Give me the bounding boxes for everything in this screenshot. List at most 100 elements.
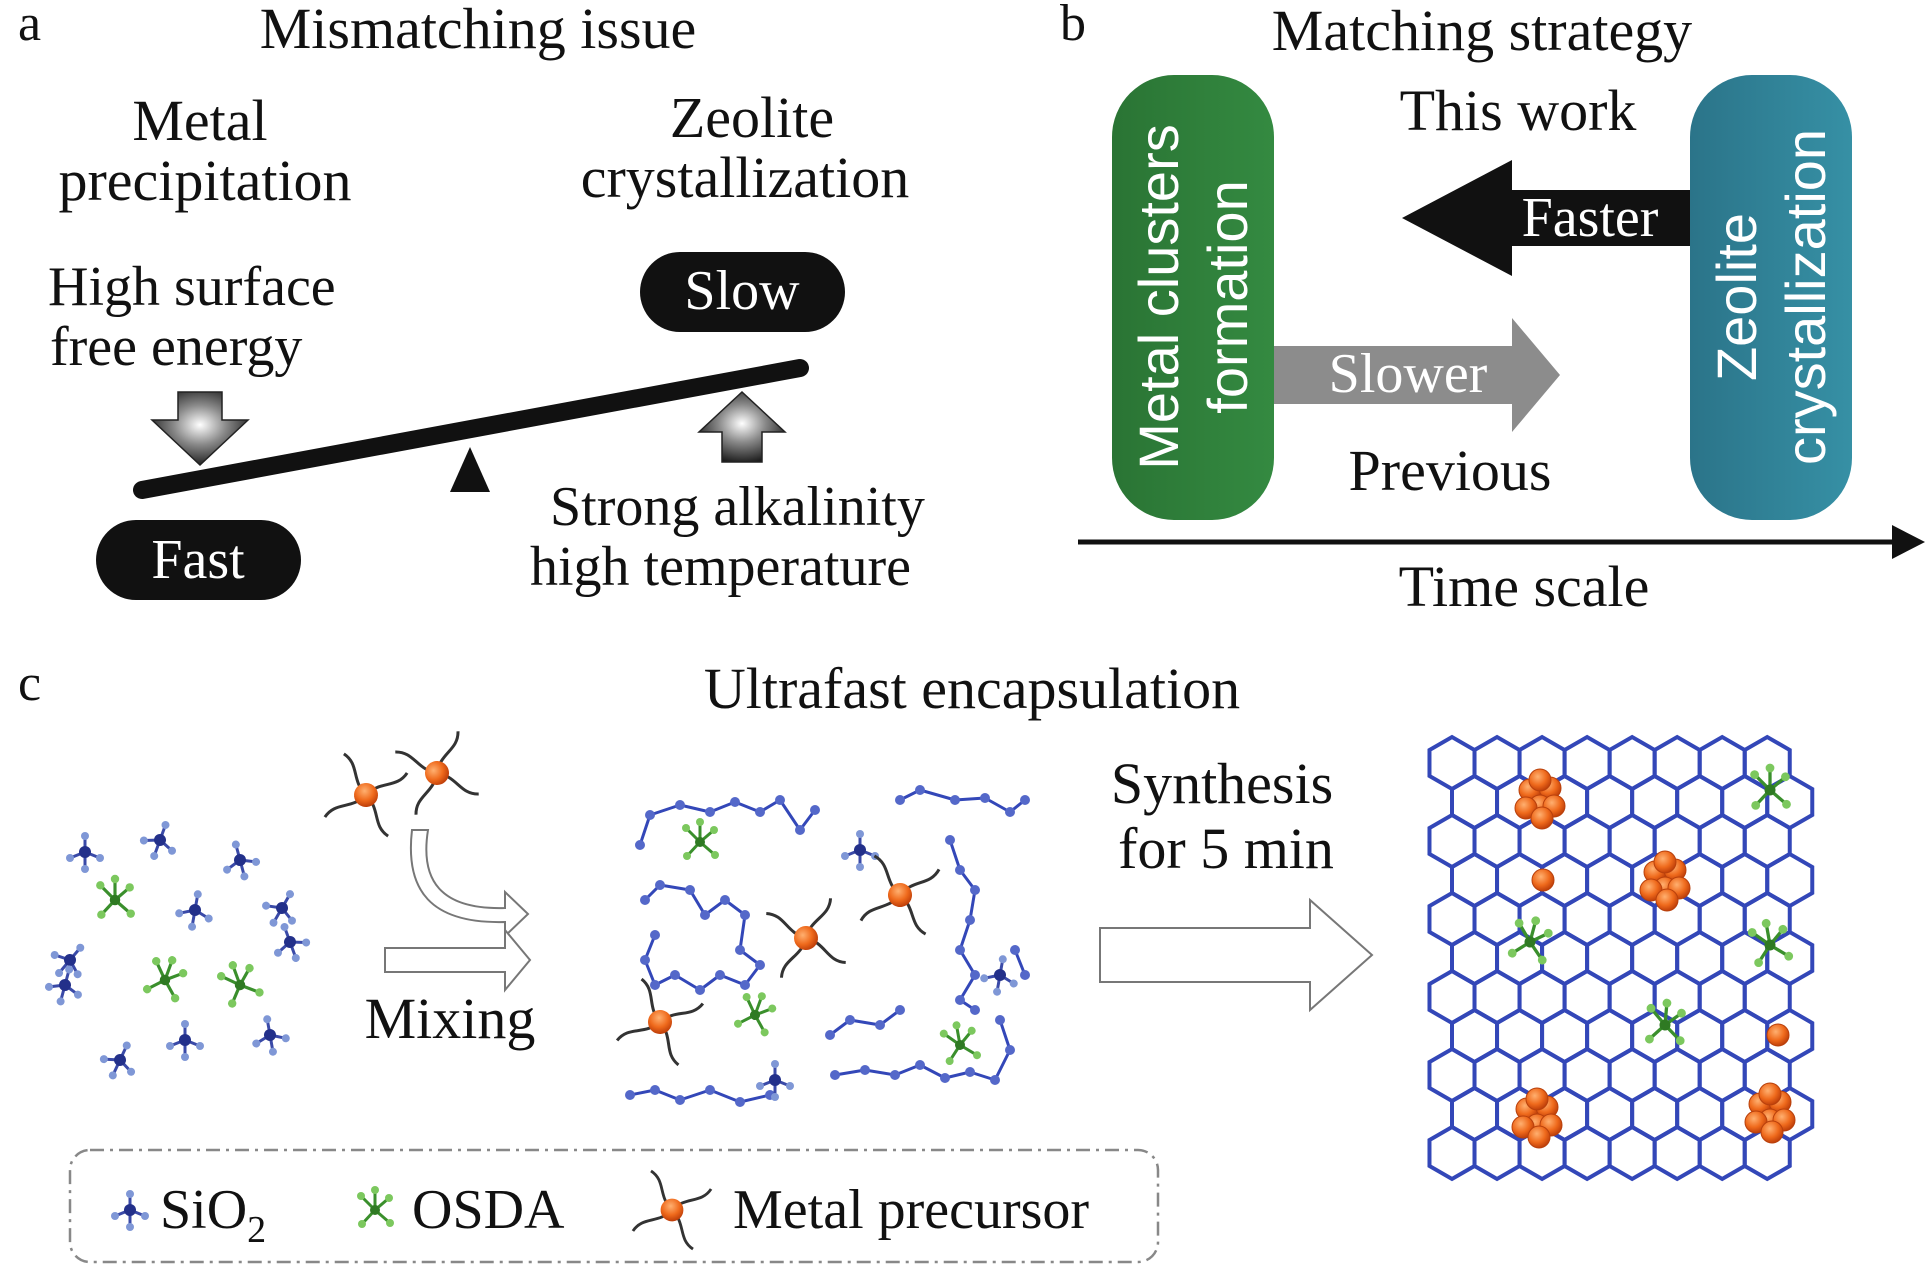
silicate-chain — [829, 1008, 901, 1037]
legend-sio2-label: SiO2 — [160, 1179, 266, 1251]
metal-precipitation-line1: Metal — [132, 88, 267, 153]
panel-b-title: Matching strategy — [1272, 0, 1692, 63]
panel-c-title: Ultrafast encapsulation — [704, 656, 1240, 721]
mixing-arrow-icon — [384, 927, 532, 993]
legend-metal-label: Metal precursor — [733, 1179, 1089, 1241]
legend-icons — [111, 1169, 713, 1251]
metal-precursor-icon — [766, 898, 846, 978]
metal-box-line2: formation — [1196, 180, 1259, 413]
sio2-molecule-icon — [50, 943, 85, 979]
time-axis-arrowhead — [1892, 525, 1925, 559]
zeolite-ring — [1472, 1124, 1522, 1182]
slow-badge — [640, 252, 845, 332]
synthesis-arrow-icon — [1099, 897, 1374, 1013]
sio2-molecule-icon — [223, 840, 261, 881]
metal-clusters-box — [1112, 75, 1274, 520]
metal-cluster-icon — [1744, 1082, 1796, 1144]
up-arrow-icon — [697, 390, 787, 463]
faster-label: Faster — [1522, 187, 1659, 249]
sio2-molecule-icon — [139, 820, 177, 860]
legend-osda-label: OSDA — [412, 1179, 565, 1241]
mixing-label: Mixing — [365, 986, 536, 1051]
left-mixture — [44, 731, 479, 1080]
fast-badge-label: Fast — [151, 529, 245, 591]
metal-cluster-icon — [1639, 850, 1691, 912]
metal-precursor-icon — [859, 854, 941, 936]
metal-box-line1: Metal clusters — [1127, 124, 1190, 469]
legend-sio2-subscript: 2 — [247, 1209, 266, 1251]
strong-alkalinity-line2: high temperature — [530, 536, 911, 598]
sio2-molecule-icon — [111, 1190, 149, 1231]
metal-cluster-icon — [1514, 768, 1566, 830]
zeolite-ring — [1562, 1124, 1612, 1182]
sio2-molecule-icon — [44, 965, 82, 1006]
strong-alkalinity-line1: Strong alkalinity — [550, 476, 925, 538]
metal-precipitation-line2: precipitation — [58, 148, 351, 213]
osda-molecule-icon — [216, 961, 264, 1008]
panel-a-letter: a — [18, 0, 41, 52]
metal-precursor-icon — [323, 752, 409, 838]
sio2-molecule-icon — [166, 1020, 204, 1061]
zeolite-product — [1427, 734, 1815, 1182]
high-surface-line1: High surface — [48, 256, 336, 318]
zeolite-ring — [1697, 1124, 1747, 1182]
metal-particle-icon — [1531, 868, 1555, 892]
curved-arrow-icon — [409, 829, 530, 939]
metal-precursor-icon — [615, 977, 705, 1067]
panel-a-title: Mismatching issue — [260, 0, 697, 61]
osda-molecule-icon — [142, 956, 188, 1003]
middle-mixture — [615, 785, 1030, 1107]
metal-precursor-icon — [631, 1169, 713, 1251]
high-surface-line2: free energy — [50, 316, 302, 378]
panel-c: c Ultrafast encapsulation Mixing Synthes… — [18, 655, 1815, 1264]
zeolite-ring — [1652, 1124, 1702, 1182]
silicate-chain — [643, 883, 762, 992]
panel-b: b Matching strategy This work Metal clus… — [1060, 0, 1925, 619]
osda-molecule-icon — [1645, 998, 1686, 1046]
legend-box — [68, 1148, 1160, 1264]
sio2-molecule-icon — [252, 1015, 290, 1056]
sio2-molecule-icon — [262, 890, 296, 927]
metal-particle-icon — [1766, 1023, 1790, 1047]
panel-c-letter: c — [18, 655, 41, 712]
seesaw-beam — [133, 359, 809, 499]
fulcrum-icon — [450, 447, 490, 492]
sio2-molecule-icon — [980, 955, 1018, 996]
osda-molecule-icon — [733, 992, 777, 1037]
panel-b-letter: b — [1060, 0, 1086, 52]
sio2-molecule-icon — [66, 832, 104, 873]
osda-molecule-icon — [357, 1186, 394, 1228]
osda-molecule-icon — [1507, 916, 1553, 965]
metal-cluster-icon — [1511, 1087, 1563, 1149]
osda-molecule-icon — [96, 874, 135, 919]
sio2-molecule-icon — [756, 1060, 794, 1101]
legend-sio2-text: SiO — [160, 1179, 247, 1241]
osda-molecule-icon — [939, 1021, 982, 1066]
osda-molecule-icon — [682, 818, 719, 860]
panel-a: a Mismatching issue Metal precipitation … — [18, 0, 925, 600]
slower-arrow — [1274, 318, 1560, 432]
zeolite-crystallization-line2: crystallization — [581, 145, 910, 210]
time-scale-label: Time scale — [1399, 554, 1650, 619]
down-arrow-icon — [150, 391, 250, 467]
synthesis-line1: Synthesis — [1111, 751, 1333, 816]
sio2-molecule-icon — [175, 890, 213, 931]
zeolite-ring — [1427, 1124, 1477, 1182]
zeolite-box-line2: crystallization — [1774, 129, 1837, 465]
synthesis-line2: for 5 min — [1118, 816, 1334, 881]
silicate-chain — [638, 798, 817, 846]
osda-molecule-icon — [1750, 763, 1791, 810]
previous-label: Previous — [1349, 438, 1552, 503]
zeolite-ring — [1607, 1124, 1657, 1182]
faster-arrow — [1402, 160, 1690, 276]
sio2-molecule-icon — [99, 1041, 136, 1080]
osda-molecule-icon — [1747, 918, 1794, 968]
zeolite-ring — [1742, 1124, 1792, 1182]
zeolite-box-line1: Zeolite — [1705, 213, 1768, 381]
slow-badge-label: Slow — [684, 260, 800, 322]
this-work-label: This work — [1400, 78, 1637, 143]
sio2-molecule-icon — [273, 922, 311, 962]
sio2-molecule-icon — [841, 830, 879, 871]
